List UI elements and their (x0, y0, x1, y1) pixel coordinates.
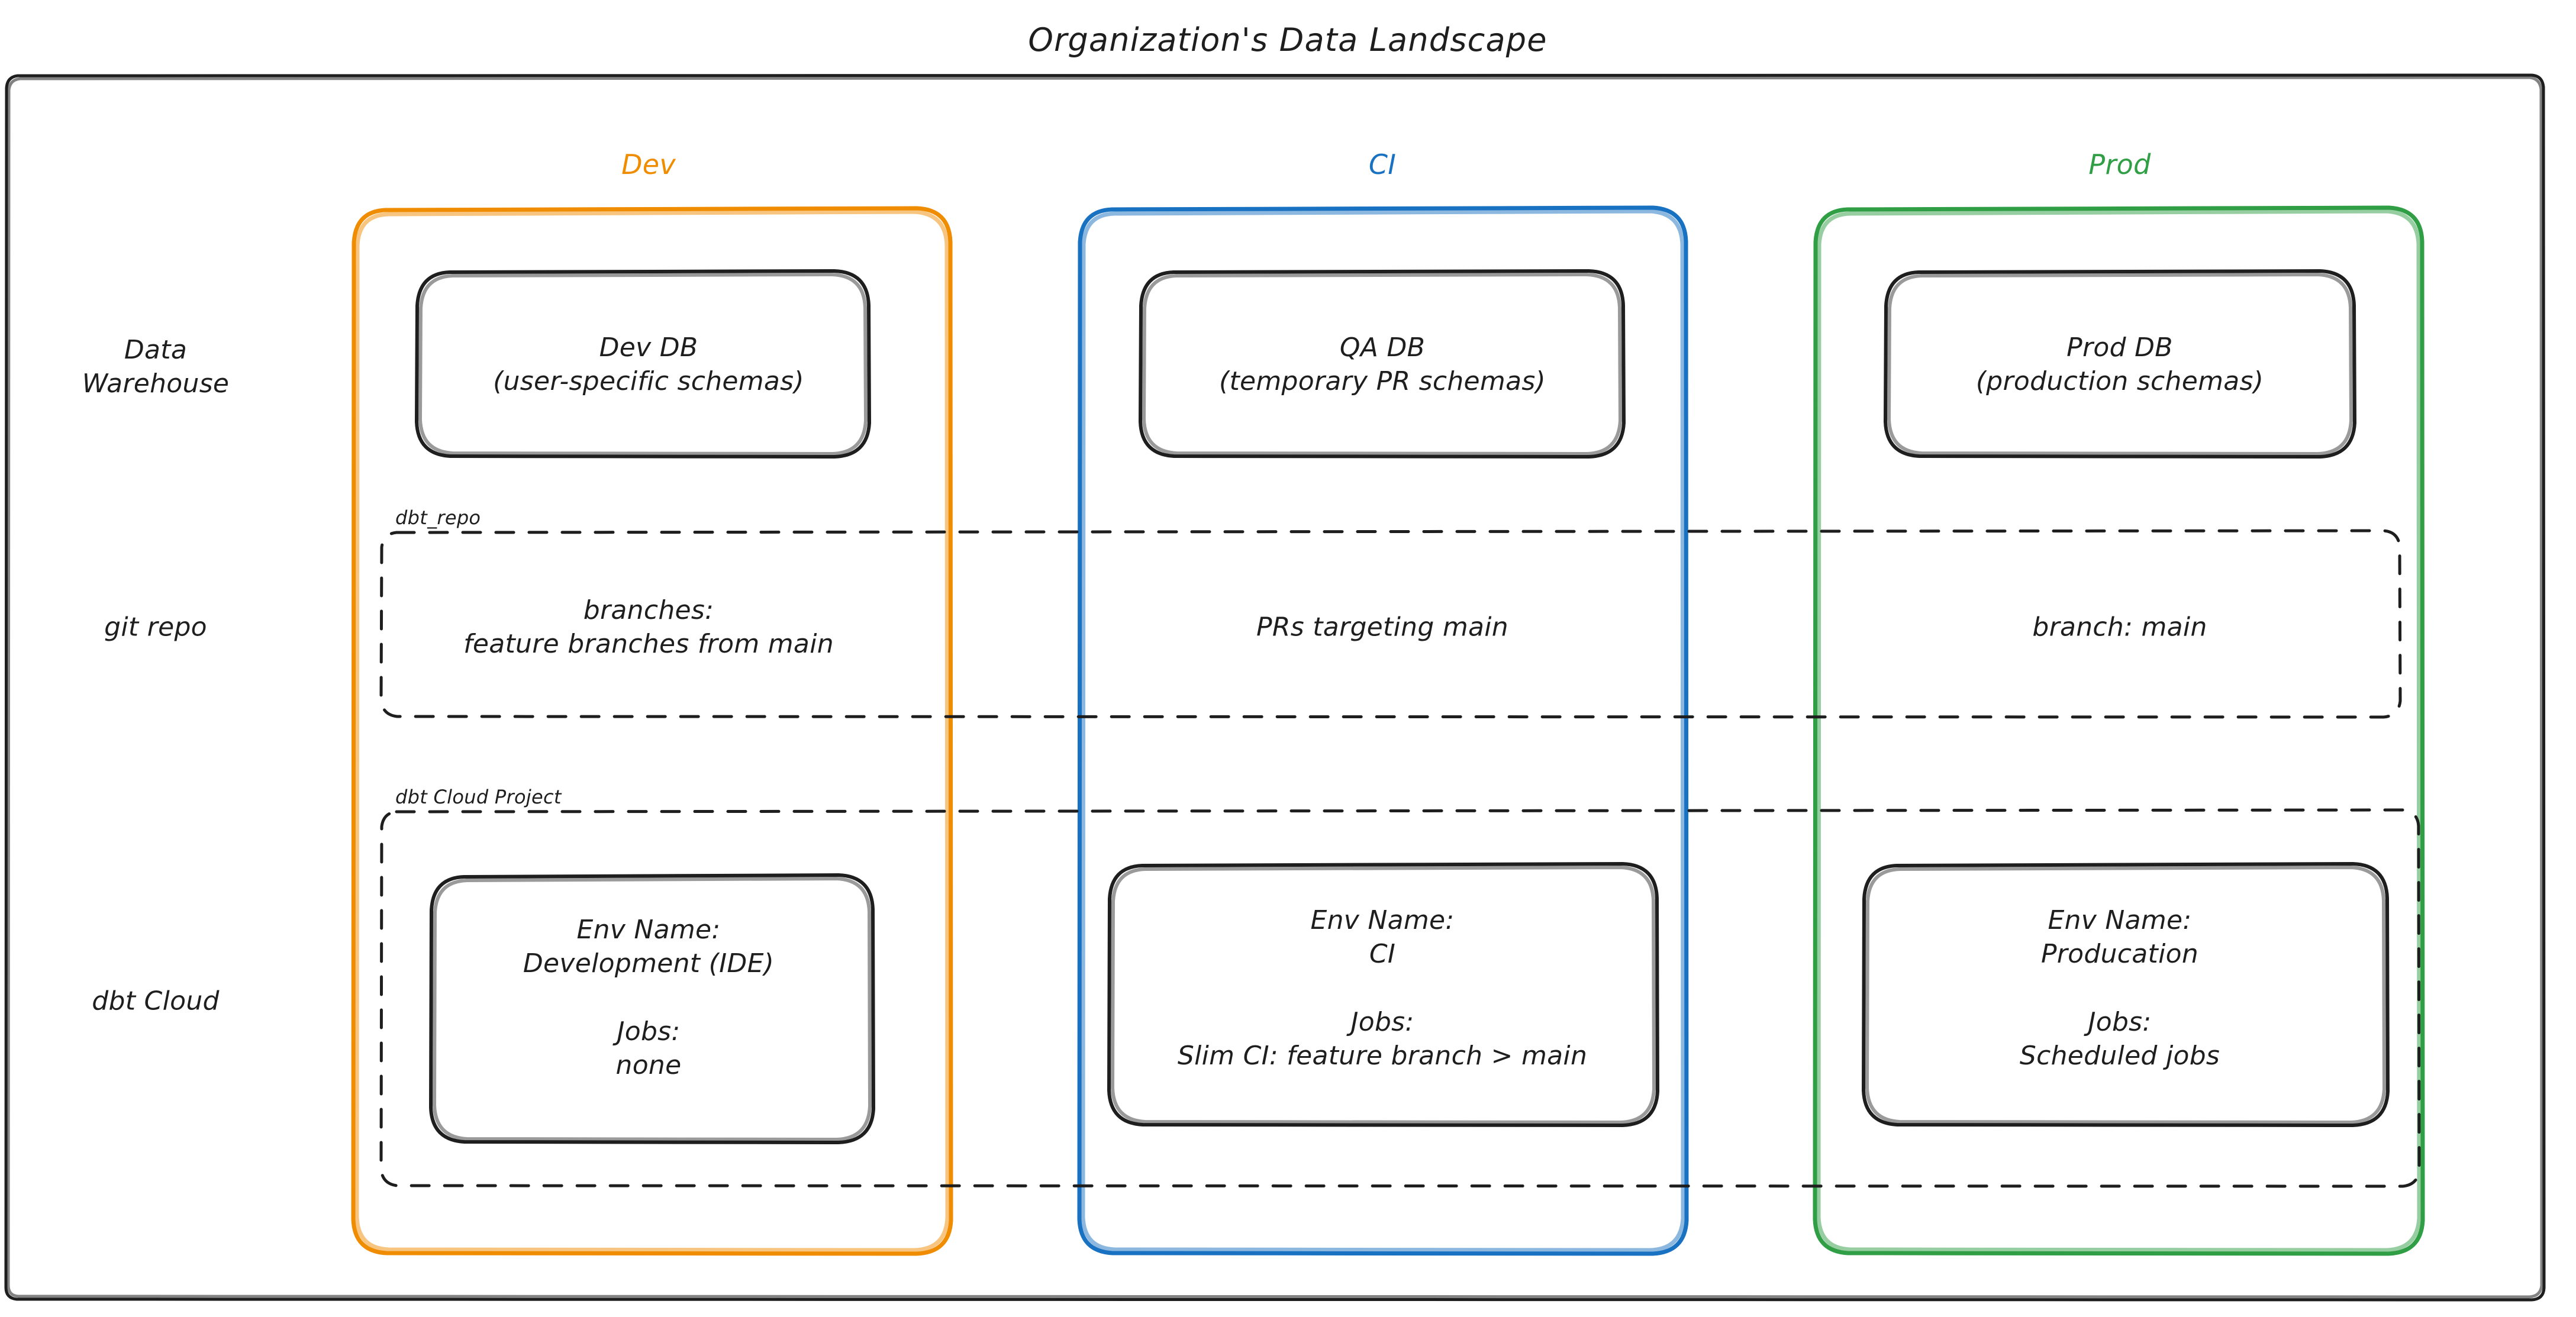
row-label-data-warehouse: Data Warehouse (82, 334, 230, 399)
outer-frame (4, 73, 2546, 1302)
lane-container-prod (1813, 205, 2425, 1256)
group-label-dbt-cloud-project: dbt Cloud Project (395, 786, 562, 809)
group-label-dbt-repo: dbt_repo (395, 506, 481, 530)
node-dev-db: Dev DB (user-specific schemas) (493, 332, 804, 396)
node-ci-prs: PRs targeting main (1256, 612, 1508, 643)
node-prod-env: Env Name: Producation Jobs: Scheduled jo… (2019, 905, 2220, 1071)
node-box-prod-env (1862, 862, 2390, 1127)
lane-label-prod: Prod (2088, 149, 2151, 181)
page-title: Organization's Data Landscape (1028, 21, 1547, 59)
node-box-dev-env (429, 873, 875, 1144)
node-prod-db: Prod DB (production schemas) (1975, 332, 2264, 396)
group-box-dbt-cloud-project (379, 808, 2421, 1188)
lane-label-ci: CI (1368, 149, 1397, 181)
lane-label-dev: Dev (621, 149, 676, 181)
lane-container-dev (351, 206, 953, 1256)
node-box-prod-db (1884, 269, 2356, 459)
node-box-ci-env (1107, 862, 1659, 1127)
row-label-dbt-cloud: dbt Cloud (92, 986, 220, 1016)
node-box-dev-db (415, 269, 871, 459)
node-box-qa-db (1139, 269, 1626, 459)
row-label-git-repo: git repo (104, 612, 207, 643)
node-dev-env: Env Name: Development (IDE) Jobs: none (523, 915, 775, 1080)
group-box-dbt-repo (379, 529, 2402, 719)
node-prod-branch: branch: main (2032, 612, 2207, 643)
node-qa-db: QA DB (temporary PR schemas) (1218, 332, 1546, 396)
lane-container-ci (1077, 205, 1689, 1256)
node-dev-branches: branches: feature branches from main (463, 595, 834, 659)
node-ci-env: Env Name: CI Jobs: Slim CI: feature bran… (1177, 905, 1588, 1071)
